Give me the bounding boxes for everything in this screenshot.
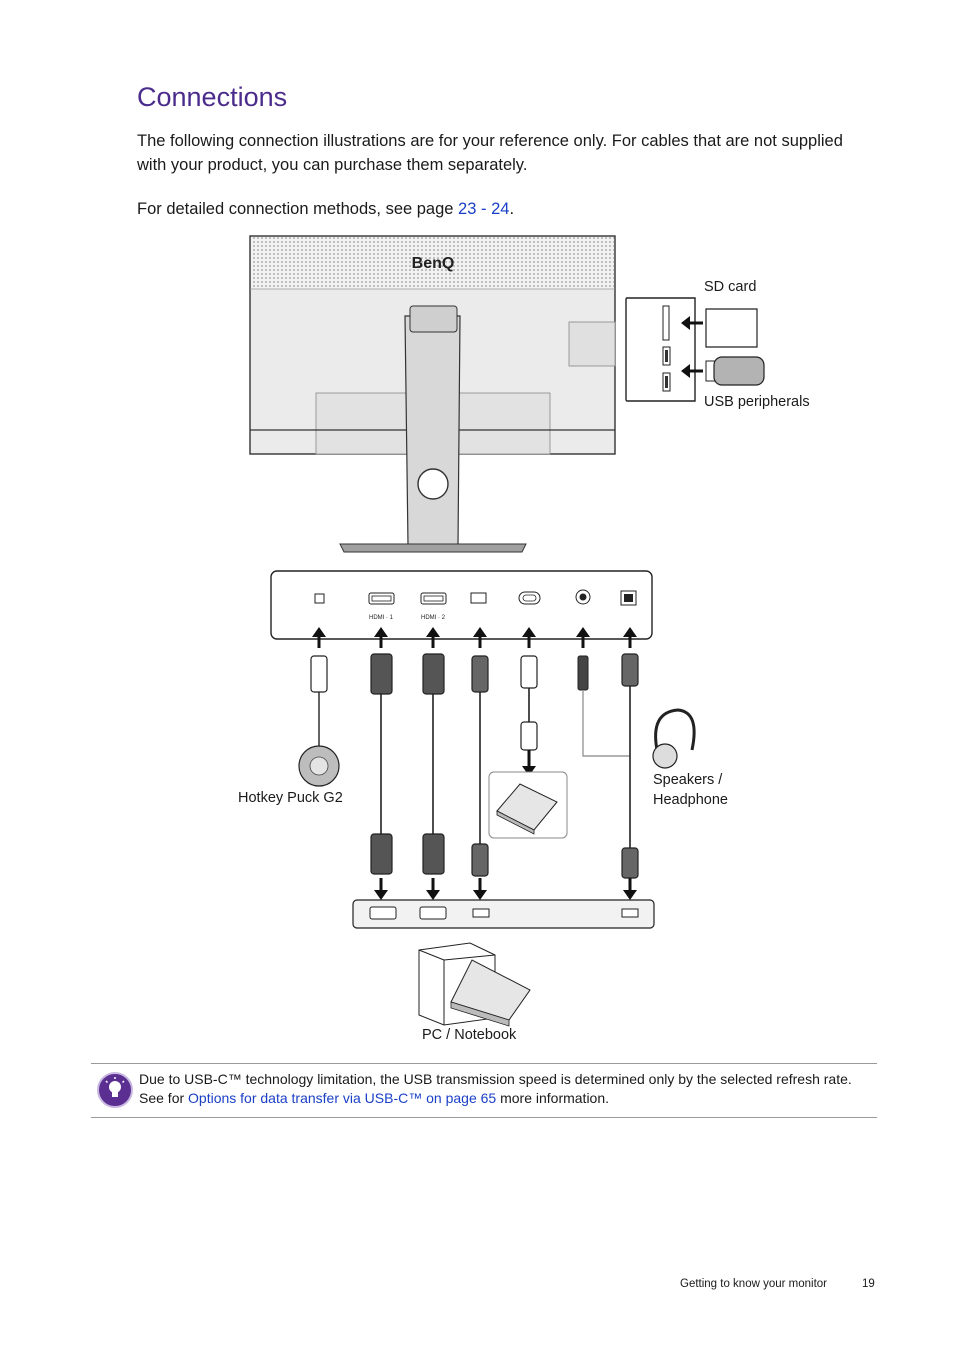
headphone-label: Headphone — [653, 792, 728, 808]
hotkey-puck-label: Hotkey Puck G2 — [238, 790, 343, 806]
tip-note-text: Due to USB-C™ technology limitation, the… — [139, 1070, 869, 1108]
usb-peripherals-label: USB peripherals — [704, 394, 810, 410]
hotkey-puck-illustration — [298, 745, 340, 787]
pc-notebook-illustration — [418, 942, 531, 1027]
speakers-label: Speakers / — [653, 772, 723, 788]
port-label-hdmi2: HDMI · 2 — [421, 615, 446, 621]
lightbulb-icon — [97, 1072, 133, 1108]
headphone-illustration — [652, 708, 696, 769]
pc-arrows — [374, 878, 637, 900]
cables — [310, 653, 639, 879]
bottom-port-panel — [270, 570, 653, 640]
page-link-23[interactable]: 23 — [458, 200, 477, 218]
usb-c-options-link[interactable]: Options for data transfer via USB-C™ on … — [188, 1090, 497, 1106]
intro-paragraph: The following connection illustrations a… — [137, 132, 843, 174]
footer-section: Getting to know your monitor — [680, 1278, 828, 1290]
tip-text-before: Due to USB-C™ technology limitation, the… — [139, 1071, 852, 1106]
pc-notebook-label: PC / Notebook — [422, 1027, 517, 1043]
notebook-usb-c-illustration — [488, 750, 568, 839]
page-title: Connections — [137, 82, 288, 112]
detail-paragraph: For detailed connection methods, see pag… — [137, 197, 857, 221]
tip-note: Due to USB-C™ technology limitation, the… — [91, 1063, 877, 1118]
brand-logo: BenQ — [412, 255, 455, 272]
port-arrows — [312, 627, 637, 648]
sd-card-label: SD card — [704, 279, 757, 295]
pc-port-panel — [352, 899, 655, 929]
side-port-panel — [625, 297, 765, 402]
page-range-separator: - — [476, 200, 492, 218]
tip-text-after: more information. — [496, 1090, 610, 1106]
detail-suffix: . — [509, 200, 515, 218]
page-number: 19 — [862, 1278, 875, 1290]
detail-prefix: For detailed connection methods, see pag… — [137, 200, 459, 218]
port-label-hdmi1: HDMI · 1 — [369, 615, 394, 621]
page-link-24[interactable]: 24 — [491, 200, 510, 218]
monitor-rear — [249, 235, 616, 553]
